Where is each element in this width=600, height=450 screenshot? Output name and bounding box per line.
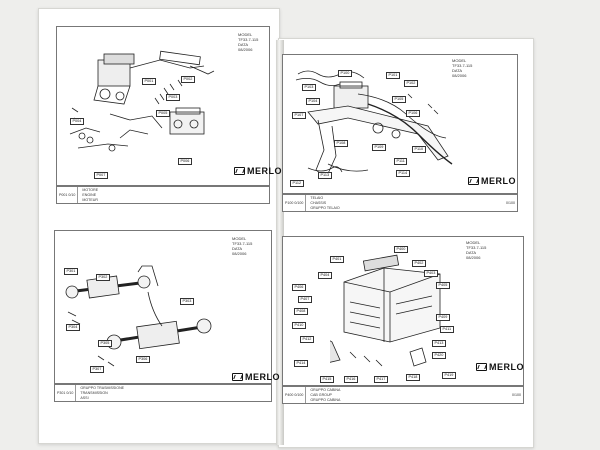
part-label: P109 — [372, 144, 386, 151]
part-label: P100 — [338, 70, 352, 77]
merlo-logo: MERLO — [476, 362, 524, 372]
part-label: P111 — [394, 158, 408, 165]
chassis-diagram — [295, 70, 453, 179]
part-label: P113 — [318, 172, 332, 179]
part-label: P419 — [442, 372, 456, 379]
part-label: P114 — [396, 170, 410, 177]
part-label: P401 — [330, 256, 344, 263]
part-label: P108 — [334, 140, 348, 147]
part-label: P413 — [432, 340, 446, 347]
part-label: P400 — [394, 246, 408, 253]
part-label: P411 — [440, 326, 454, 333]
part-label: P003 — [166, 94, 180, 101]
part-label: P410 — [292, 322, 306, 329]
merlo-logo-icon — [476, 363, 487, 371]
part-label: P405 — [436, 282, 450, 289]
part-label: P004 — [70, 118, 84, 125]
part-label: P307 — [90, 366, 104, 373]
part-label: P414 — [294, 360, 308, 367]
cab-diagram — [330, 254, 441, 367]
part-label: P302 — [96, 274, 110, 281]
part-label: P403 — [424, 270, 438, 277]
footer-code: P301 0/10 — [55, 385, 77, 401]
part-label: P101 — [386, 72, 400, 79]
part-label: P007 — [94, 172, 108, 179]
part-label: P420 — [432, 352, 446, 359]
part-label: P406 — [292, 284, 306, 291]
part-label: P103 — [302, 84, 316, 91]
part-label: P110 — [412, 146, 426, 153]
part-label: P105 — [392, 96, 406, 103]
merlo-logo-icon — [468, 177, 479, 185]
merlo-logo-icon — [232, 373, 243, 381]
part-label: P412 — [300, 336, 314, 343]
part-label: P402 — [412, 260, 426, 267]
part-label: P408 — [294, 308, 308, 315]
panel-transmission — [54, 230, 272, 384]
part-label: P001 — [142, 78, 156, 85]
footer-code: P100 0/100 — [283, 195, 307, 211]
part-label: P404 — [318, 272, 332, 279]
part-label: P104 — [306, 98, 320, 105]
part-label: P407 — [298, 296, 312, 303]
part-label: P005 — [156, 110, 170, 117]
merlo-logo: MERLO — [234, 166, 282, 176]
merlo-logo: MERLO — [468, 176, 516, 186]
part-label: P409 — [436, 314, 450, 321]
part-label: P107 — [292, 112, 306, 119]
part-label: P415 — [320, 376, 334, 383]
part-label: P304 — [66, 324, 80, 331]
part-label: P416 — [344, 376, 358, 383]
footer-page-number: 0/100 — [506, 201, 515, 205]
part-label: P102 — [404, 80, 418, 87]
part-label: P112 — [290, 180, 304, 187]
merlo-logo: MERLO — [232, 372, 280, 382]
part-label: P303 — [180, 298, 194, 305]
part-label: P002 — [181, 76, 195, 83]
part-label: P301 — [64, 268, 78, 275]
engine-diagram — [69, 50, 215, 152]
part-label: P417 — [374, 376, 388, 383]
panel-engine — [56, 26, 270, 186]
part-label: P306 — [136, 356, 150, 363]
footer-code: P001 0/10 — [57, 187, 79, 203]
book-spine — [276, 40, 284, 445]
merlo-logo-icon — [234, 167, 245, 175]
footer-code: P400 0/100 — [283, 387, 307, 403]
part-label: P006 — [178, 158, 192, 165]
part-label: P418 — [406, 374, 420, 381]
footer-page-number: 0/100 — [512, 393, 521, 397]
part-label: P106 — [406, 110, 420, 117]
part-label: P305 — [98, 340, 112, 347]
